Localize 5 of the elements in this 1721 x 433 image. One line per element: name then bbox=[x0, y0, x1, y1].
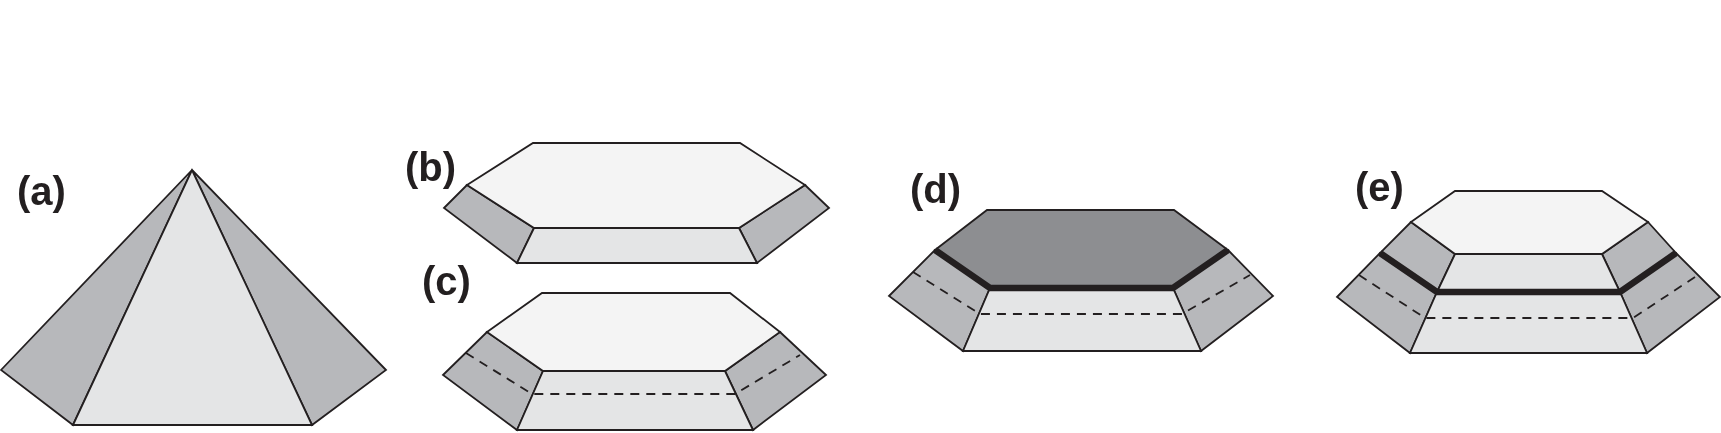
panel-label: (e) bbox=[1355, 167, 1404, 207]
panel-label: (d) bbox=[910, 169, 962, 209]
panel-label: (c) bbox=[422, 261, 471, 301]
panel-label: (a) bbox=[17, 171, 66, 211]
panel-label: (b) bbox=[405, 147, 457, 187]
